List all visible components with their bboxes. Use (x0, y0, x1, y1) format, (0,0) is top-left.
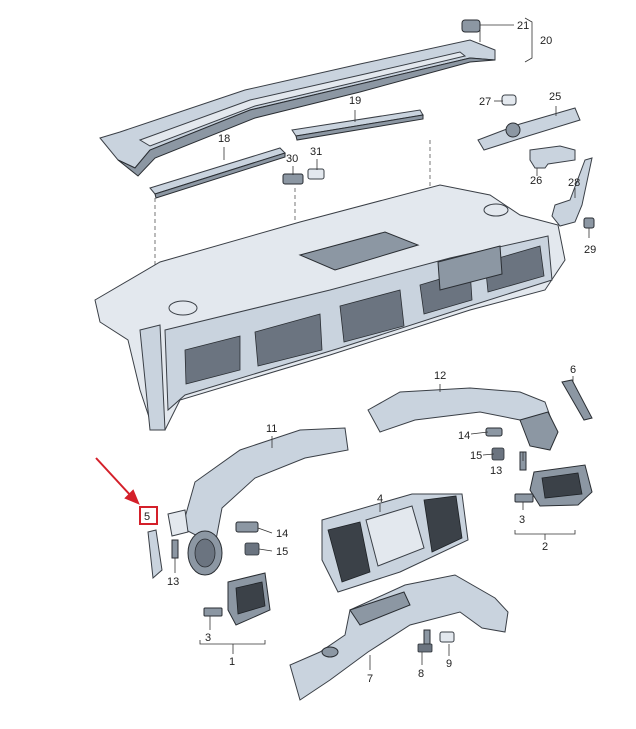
callout-6: 6 (570, 364, 576, 376)
callout-2: 2 (542, 541, 548, 553)
vent-6 (561, 379, 593, 421)
clip-3-left (203, 607, 223, 617)
callout-14-right: 14 (458, 430, 470, 442)
clip-14-left (235, 521, 259, 533)
vent-2 (529, 464, 593, 507)
callout-11: 11 (266, 423, 277, 435)
clip-8 (417, 629, 433, 653)
callout-1: 1 (229, 656, 235, 668)
dashboard-body (94, 184, 566, 431)
callout-18: 18 (218, 133, 230, 145)
duct-11 (181, 427, 349, 576)
elbow-26 (529, 145, 576, 169)
duct-12 (367, 387, 559, 451)
callout-27: 27 (479, 96, 491, 108)
callout-13-right: 13 (490, 465, 502, 477)
callout-7: 7 (367, 673, 373, 685)
callout-3-left: 3 (205, 632, 211, 644)
callout-31: 31 (310, 146, 322, 158)
pipe-28 (551, 157, 593, 227)
callout-21: 21 (517, 20, 529, 32)
center-vent-4 (321, 493, 469, 593)
display-recess (298, 231, 420, 271)
clip-27 (501, 94, 517, 106)
hose-25 (477, 107, 581, 151)
callout-25: 25 (549, 91, 561, 103)
callout-3-right: 3 (519, 514, 525, 526)
callout-12: 12 (434, 370, 446, 382)
callout-29: 29 (584, 244, 596, 256)
callout-19: 19 (349, 95, 361, 107)
highlighted-callout: 5 (139, 506, 158, 525)
callout-20: 20 (540, 35, 552, 47)
speaker-right (483, 203, 509, 217)
bracket-left (167, 509, 189, 537)
callout-9: 9 (446, 658, 452, 670)
side-trim-5 (147, 529, 163, 580)
speaker-left (168, 300, 198, 316)
callout-13-left: 13 (167, 576, 179, 588)
clip-3-right (514, 493, 534, 503)
callout-8: 8 (418, 668, 424, 680)
trim-strip-18 (149, 147, 286, 199)
callout-15-right: 15 (470, 450, 482, 462)
cowl-panel (99, 19, 496, 177)
clip-15-left (244, 542, 260, 556)
clip-14-right (485, 427, 503, 437)
callout-15-left: 15 (276, 546, 288, 558)
screw-29 (583, 217, 595, 238)
callout-30: 30 (286, 153, 298, 165)
callout-26: 26 (530, 175, 542, 187)
callout-14-left: 14 (276, 528, 288, 540)
screw-13-left (171, 539, 179, 559)
clip-21 (461, 19, 481, 33)
red-arrow (95, 457, 140, 505)
callout-4: 4 (377, 493, 383, 505)
highlighted-callout-label: 5 (144, 511, 150, 523)
trim-strip-19 (291, 109, 424, 141)
clip-9 (439, 631, 455, 643)
duct-7 (289, 574, 509, 701)
callout-28: 28 (568, 177, 580, 189)
clip-30 (282, 173, 304, 185)
vent-1 (227, 572, 271, 626)
clip-31 (307, 168, 325, 180)
